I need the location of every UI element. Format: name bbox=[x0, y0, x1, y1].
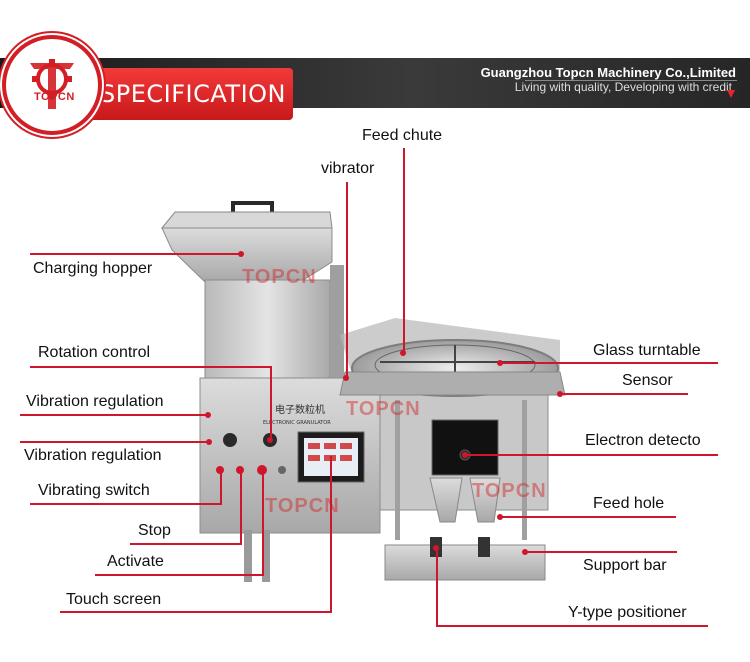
header-arrow-icon bbox=[727, 90, 735, 98]
dot-support-bar bbox=[522, 549, 528, 555]
company-name: Guangzhou Topcn Machinery Co.,Limited bbox=[480, 65, 736, 80]
panel-label-en: ELECTRONIC GRANULATOR bbox=[263, 420, 331, 426]
leader-activate-v bbox=[262, 470, 264, 576]
watermark: TOPCN bbox=[242, 266, 317, 288]
leader-stop-v bbox=[240, 470, 242, 545]
label-touch-screen: Touch screen bbox=[66, 591, 162, 608]
leader-touch-screen-v bbox=[330, 456, 332, 613]
label-vibration-regulation-2: Vibration regulation bbox=[24, 447, 162, 464]
leader-vibration-regulation-2 bbox=[20, 441, 210, 443]
label-glass-turntable: Glass turntable bbox=[593, 342, 701, 359]
leader-y-type-positioner-v bbox=[436, 548, 438, 626]
label-feed-hole: Feed hole bbox=[593, 495, 665, 512]
dot-y-type-positioner bbox=[433, 545, 439, 551]
label-vibration-regulation-1: Vibration regulation bbox=[26, 393, 164, 410]
label-activate: Activate bbox=[107, 553, 164, 570]
company-tagline: Living with quality, Developing with cre… bbox=[514, 80, 732, 94]
leader-glass-turntable bbox=[500, 362, 718, 364]
dot-feed-chute bbox=[400, 350, 406, 356]
label-stop: Stop bbox=[138, 522, 171, 539]
leader-stop-h bbox=[130, 543, 242, 545]
label-support-bar: Support bar bbox=[583, 557, 667, 574]
section-title: SPECIFICATION bbox=[100, 80, 286, 108]
leader-touch-screen-h bbox=[60, 611, 332, 613]
label-vibrating-switch: Vibrating switch bbox=[38, 482, 150, 499]
leader-feed-chute bbox=[403, 148, 405, 353]
leader-rotation-control-h bbox=[30, 366, 272, 368]
leader-activate-h bbox=[95, 574, 264, 576]
label-vibrator: vibrator bbox=[321, 160, 375, 177]
section-title-banner: SPECIFICATION bbox=[93, 68, 293, 120]
dot-vibrator bbox=[343, 375, 349, 381]
header-divider bbox=[525, 80, 737, 81]
watermark: TOPCN bbox=[346, 398, 421, 420]
leader-feed-hole bbox=[500, 516, 676, 518]
logo-text: TOPCN bbox=[34, 91, 75, 103]
label-sensor: Sensor bbox=[622, 372, 673, 389]
leader-y-type-positioner-h bbox=[436, 625, 708, 627]
leader-vibrator bbox=[346, 182, 348, 378]
company-logo: TOPCN bbox=[2, 35, 102, 135]
watermark: TOPCN bbox=[472, 480, 547, 502]
label-y-type-positioner: Y-type positioner bbox=[568, 604, 687, 621]
electron-detector bbox=[431, 419, 499, 476]
dot-vibration-regulation-2 bbox=[206, 439, 212, 445]
leader-rotation-control-v bbox=[270, 366, 272, 440]
leader-support-bar bbox=[525, 551, 677, 553]
leader-electron-detecto bbox=[465, 454, 718, 456]
label-charging-hopper: Charging hopper bbox=[33, 260, 153, 277]
leader-charging-hopper bbox=[30, 253, 242, 255]
vibration-knob bbox=[223, 433, 237, 447]
dot-charging-hopper bbox=[238, 251, 244, 257]
dot-feed-hole bbox=[497, 514, 503, 520]
logo-gear-icon bbox=[30, 59, 74, 109]
panel-label-cn: 电子数粒机 bbox=[275, 403, 325, 416]
label-rotation-control: Rotation control bbox=[38, 344, 151, 361]
base-plate bbox=[384, 544, 546, 581]
label-electron-detecto: Electron detecto bbox=[585, 432, 701, 449]
dot-sensor bbox=[557, 391, 563, 397]
leader-sensor bbox=[560, 393, 688, 395]
leader-vibration-regulation-1 bbox=[20, 414, 208, 416]
leader-vibrating-switch-v bbox=[220, 470, 222, 505]
watermark: TOPCN bbox=[265, 495, 340, 517]
dot-electron-detecto bbox=[462, 452, 468, 458]
leader-vibrating-switch-h bbox=[30, 503, 222, 505]
dot-glass-turntable bbox=[497, 360, 503, 366]
dot-vibration-regulation-1 bbox=[205, 412, 211, 418]
label-feed-chute: Feed chute bbox=[362, 127, 443, 144]
